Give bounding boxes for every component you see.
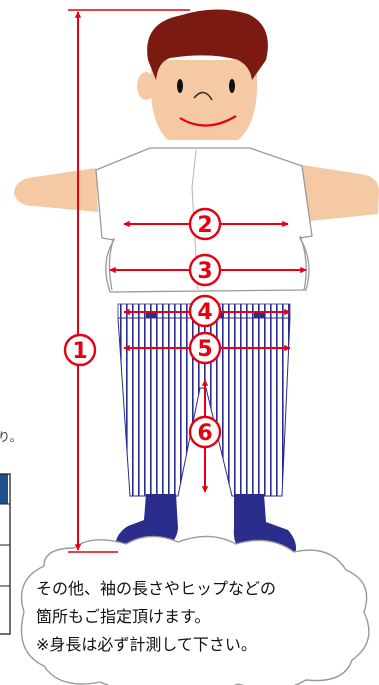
side-note-fragment: り。 xyxy=(0,428,22,445)
measurement-badge-5: 5 xyxy=(190,333,220,363)
left-arm xyxy=(14,168,98,212)
measurement-badge-4: 4 xyxy=(190,296,220,326)
measurement-number-2: 2 xyxy=(197,213,212,238)
cloud-line-2: 箇所もご指定頂けます。 xyxy=(36,603,356,631)
measurement-badge-3: 3 xyxy=(190,255,220,285)
measurement-number-1: 1 xyxy=(72,339,87,364)
cloud-message: その他、袖の長さやヒップなどの 箇所もご指定頂けます。 ※身長は必ず計測して下さ… xyxy=(36,575,356,659)
measurement-number-6: 6 xyxy=(197,421,212,446)
cloud-line-3: ※身長は必ず計測して下さい。 xyxy=(36,631,356,659)
right-eye-icon xyxy=(229,79,235,93)
measurement-number-4: 4 xyxy=(197,300,212,325)
measurement-badge-1: 1 xyxy=(65,335,95,365)
measurement-number-3: 3 xyxy=(197,259,212,284)
measurement-badge-2: 2 xyxy=(190,209,220,239)
measurement-number-5: 5 xyxy=(197,337,212,362)
head xyxy=(137,9,268,140)
cloud-line-1: その他、袖の長さやヒップなどの xyxy=(36,575,356,603)
measurement-badge-6: 6 xyxy=(190,417,220,447)
left-eye-icon xyxy=(177,79,183,93)
size-table-fragment xyxy=(0,474,10,634)
